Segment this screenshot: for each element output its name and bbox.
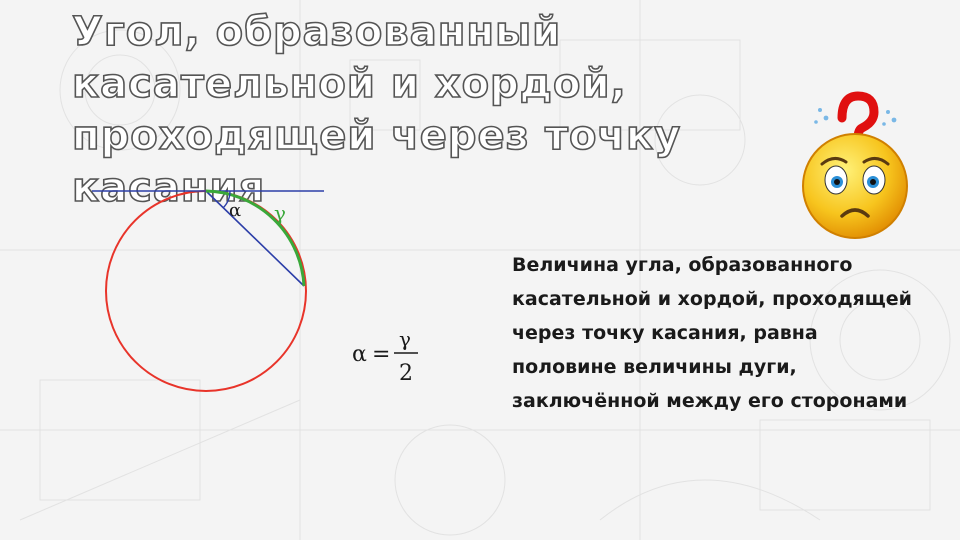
formula-numerator: γ bbox=[399, 327, 411, 351]
slide-title: Угол, образованный касательной и хордой,… bbox=[71, 8, 682, 212]
gamma-label: γ bbox=[274, 201, 286, 225]
formula-denominator: 2 bbox=[399, 361, 413, 386]
alpha-label: α bbox=[229, 200, 241, 221]
angle-alpha-marker bbox=[222, 190, 231, 209]
arc-gamma bbox=[205, 189, 306, 287]
formula-lhs: α bbox=[352, 342, 367, 367]
formula-equals: = bbox=[372, 342, 390, 367]
chord-line bbox=[205, 190, 305, 287]
confused-face-icon bbox=[802, 91, 908, 239]
theorem-description: Величина угла, образованного касательной… bbox=[512, 254, 912, 412]
